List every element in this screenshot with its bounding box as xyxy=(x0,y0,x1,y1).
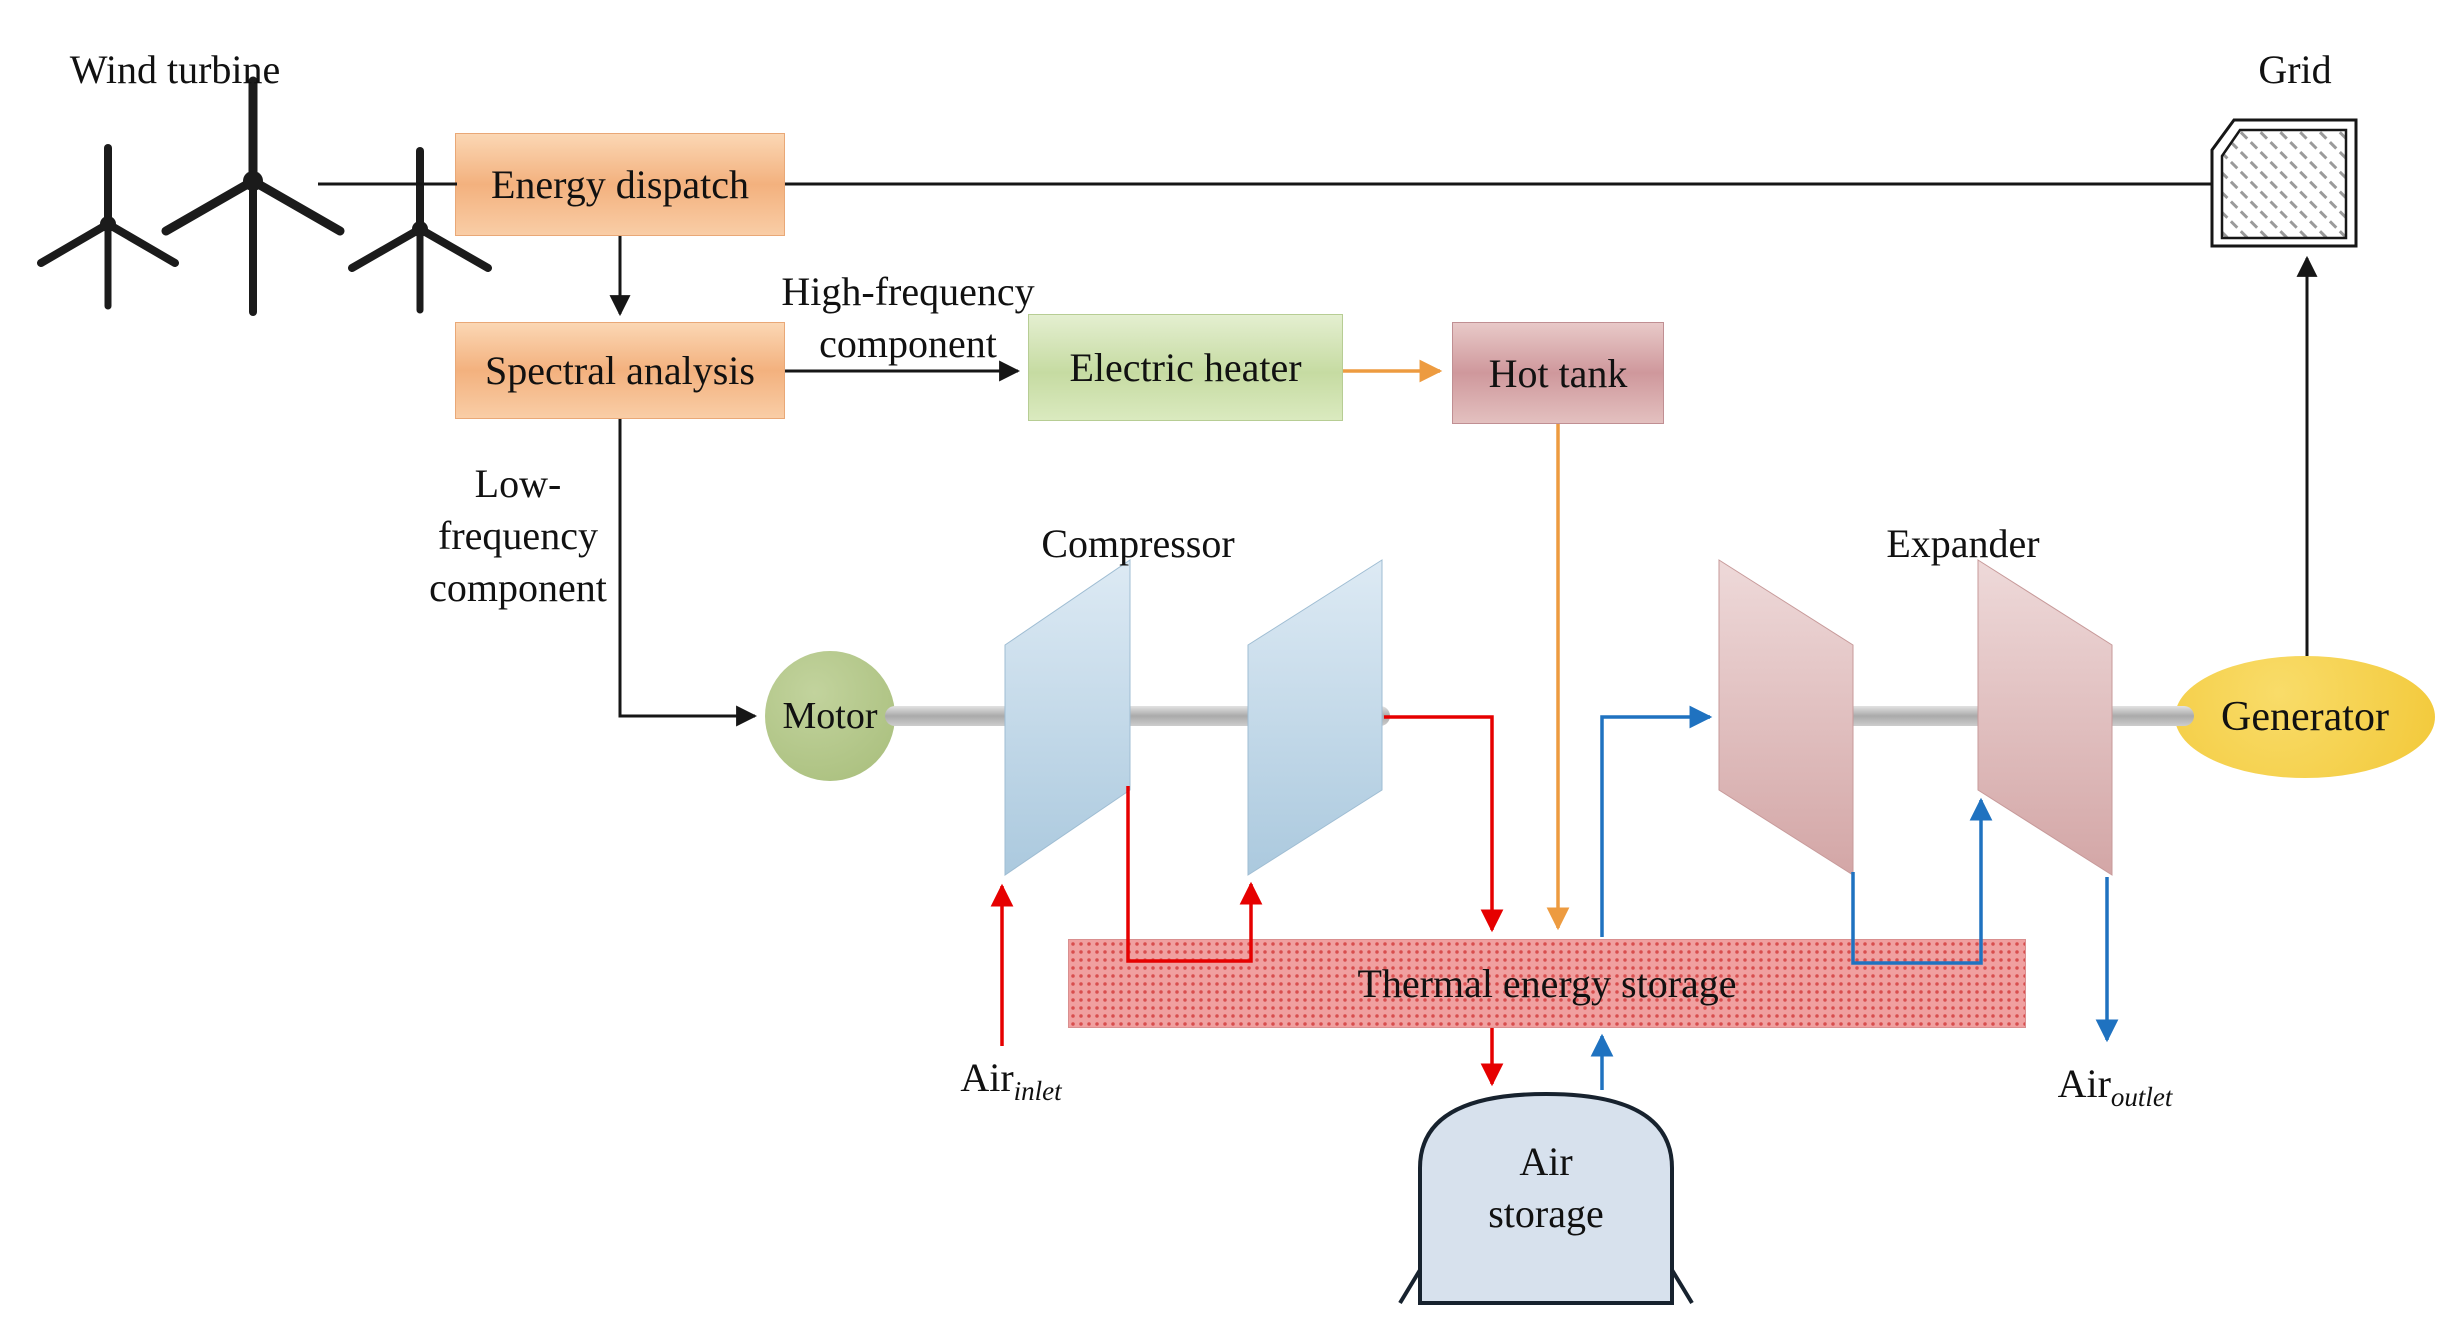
wind-turbine-small-left xyxy=(37,144,179,310)
air-storage-label: Air storage xyxy=(1488,1136,1604,1240)
red-air-flows xyxy=(990,715,1504,1087)
grid-label: Grid xyxy=(2258,47,2332,92)
air-inlet-sub: inlet xyxy=(1013,1076,1062,1106)
hot-tank-box: Hot tank xyxy=(1452,322,1664,424)
hot-tank-label: Hot tank xyxy=(1488,350,1628,396)
low-frequency-line3: component xyxy=(429,565,607,610)
compressor-label: Compressor xyxy=(1041,521,1235,566)
compressor-stage-2 xyxy=(1247,559,1383,876)
compressor-shaft xyxy=(885,706,1390,726)
arrow-spectral-to-motor xyxy=(618,419,758,727)
expander-shaft xyxy=(1726,706,2194,726)
air-storage-line1: Air xyxy=(1519,1139,1573,1184)
compressor-stage-1 xyxy=(1004,559,1131,876)
black-connections xyxy=(318,182,2318,727)
air-inlet-label: Airinlet xyxy=(960,1052,1061,1109)
arrow-tes-to-expander xyxy=(1600,705,1713,937)
air-inlet-base: Air xyxy=(960,1055,1014,1100)
low-frequency-label: Low- frequency component xyxy=(429,458,607,614)
high-frequency-line1: High-frequency xyxy=(781,269,1035,314)
air-storage-tank-feet xyxy=(1398,1268,1694,1305)
expander-stage-2 xyxy=(1977,559,2113,876)
wind-turbine-large-middle xyxy=(161,76,345,316)
thermal-energy-storage-label: Thermal energy storage xyxy=(1357,961,1737,1006)
expander-label: Expander xyxy=(1886,521,2040,566)
arrow-intercooler-to-stage2 xyxy=(1126,786,1263,963)
air-outlet-sub: outlet xyxy=(2110,1082,2173,1112)
generator-node: Generator xyxy=(2175,656,2435,778)
motor-node: Motor xyxy=(765,651,895,781)
low-frequency-line1: Low- xyxy=(474,461,562,506)
electric-heater-box: Electric heater xyxy=(1028,314,1343,421)
arrow-compressor-to-tes xyxy=(1384,715,1504,933)
orange-heat-flows xyxy=(1343,359,1570,931)
wind-turbine-icon xyxy=(37,76,492,316)
electric-heater-label: Electric heater xyxy=(1069,345,1302,390)
air-outlet-label: Airoutlet xyxy=(2058,1058,2173,1115)
energy-dispatch-box: Energy dispatch xyxy=(455,133,785,236)
energy-dispatch-label: Energy dispatch xyxy=(490,162,750,207)
spectral-analysis-box: Spectral analysis xyxy=(455,322,785,419)
spectral-analysis-label: Spectral analysis xyxy=(485,348,755,393)
expander-stage-1 xyxy=(1718,559,1854,876)
air-storage-line2: storage xyxy=(1488,1191,1604,1236)
thermal-energy-storage-box: Thermal energy storage xyxy=(1068,939,2026,1028)
wind-turbine-label: Wind turbine xyxy=(69,47,281,92)
grid-icon xyxy=(2210,118,2358,248)
motor-label: Motor xyxy=(782,695,878,737)
air-outlet-base: Air xyxy=(2057,1061,2111,1106)
blue-air-flows xyxy=(1590,705,2119,1090)
high-frequency-label: High-frequency component xyxy=(781,266,1034,370)
generator-label: Generator xyxy=(2221,694,2389,740)
low-frequency-line2: frequency xyxy=(438,513,598,558)
high-frequency-line2: component xyxy=(819,321,997,366)
